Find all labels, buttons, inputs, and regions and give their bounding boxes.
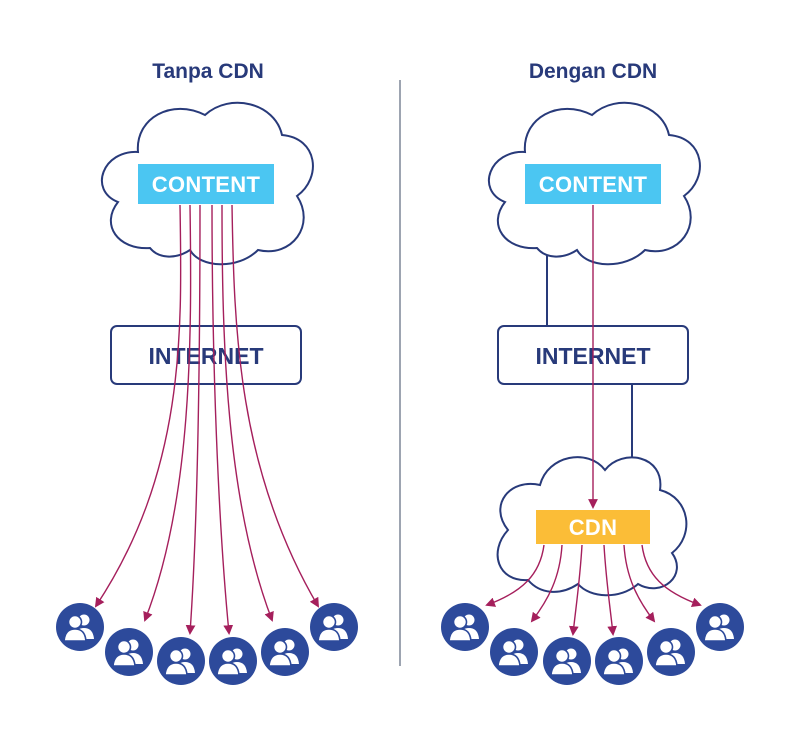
cdn-label: CDN [569,515,618,540]
left-user-group-3-icon [157,637,205,685]
cdn-flow-arrow-5 [623,544,656,623]
right-user-group-2-icon [490,628,538,676]
right-content-badge [525,164,661,204]
left-flow-arrow-2 [143,204,192,622]
left-user-group-2-icon [105,628,153,676]
left-flow-arrow-4 [211,204,234,635]
left-flow-arrow-5 [221,204,274,622]
left-content-badge [138,164,274,204]
left-internet-label: INTERNET [149,343,264,369]
right-user-group-3-icon [543,637,591,685]
left-flow-arrow-1 [94,204,182,608]
right-user-group-1-icon [441,603,489,651]
left-user-group-4-icon [209,637,257,685]
cdn-flow-arrow-2 [530,544,563,623]
left-content-label: CONTENT [152,172,261,197]
right-user-group-4-icon [595,637,643,685]
left-flow-arrow-6 [231,204,319,608]
cdn-flow-arrow-3 [568,544,583,636]
cdn-badge [536,510,650,544]
cdn-flow-arrow-6 [641,544,702,607]
right-user-group-6-icon [696,603,744,651]
left-user-group-1-icon [56,603,104,651]
cdn-flow-arrow-4 [603,544,618,636]
right-panel: Dengan CDN CONTENT INTERNET CDN [441,60,744,685]
right-content-label: CONTENT [539,172,648,197]
left-internet-box [110,325,302,385]
left-panel-title: Tanpa CDN [152,60,264,83]
cdn-flow-arrow-1 [485,544,545,607]
left-user-group-6-icon [310,603,358,651]
left-user-group-5-icon [261,628,309,676]
left-panel: Tanpa CDN CONTENT INTERNET [56,60,358,685]
right-user-group-5-icon [647,628,695,676]
left-flow-arrow-3 [185,204,201,635]
right-panel-title: Dengan CDN [529,60,657,83]
